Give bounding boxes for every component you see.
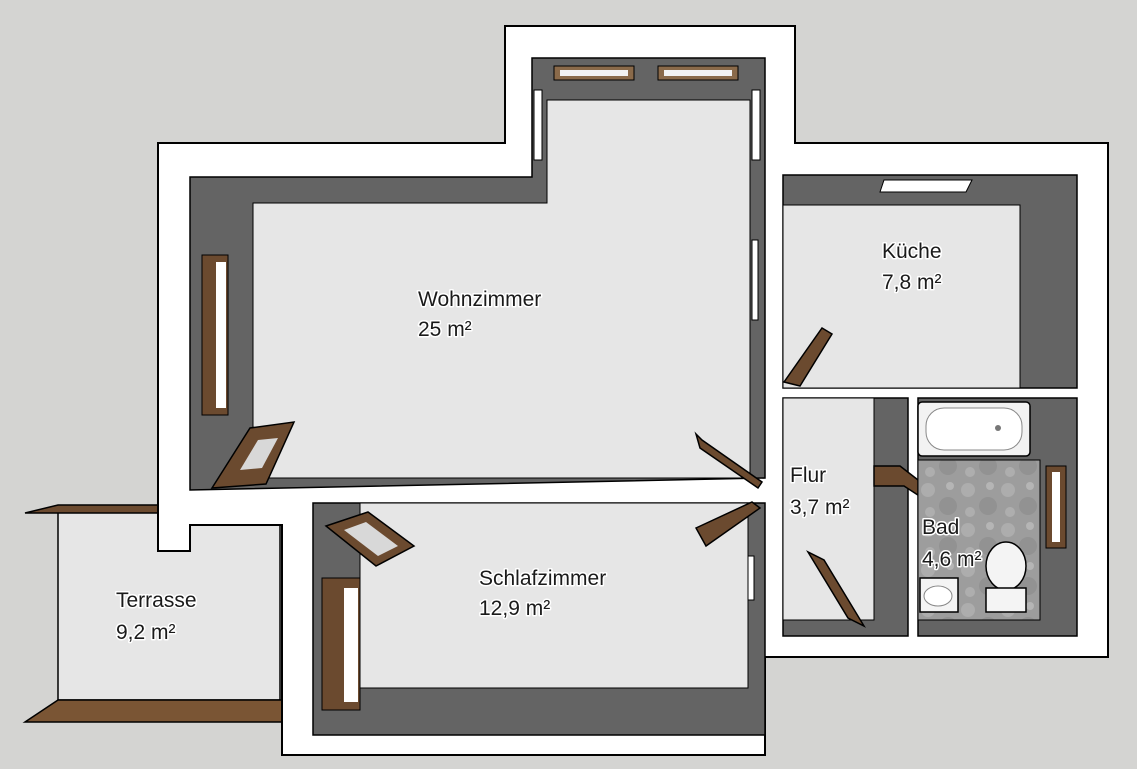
flur-entry-door[interactable] (806, 550, 866, 628)
flur-area: 3,7 m² (790, 496, 850, 519)
window-left-glass (216, 262, 226, 408)
room-kueche (782, 174, 1078, 389)
kueche-area: 7,8 m² (882, 271, 942, 294)
bathtub-basin (925, 407, 1023, 451)
kueche-floor (782, 204, 1021, 389)
wohnzimmer-area: 25 m² (418, 318, 472, 341)
schlafzimmer-floor (359, 502, 749, 689)
room-bad (917, 397, 1078, 637)
kueche-door[interactable] (782, 326, 834, 387)
room-flur (782, 397, 945, 637)
schlafzimmer-wall-opening (747, 555, 755, 601)
kueche-name: Küche (882, 240, 942, 263)
bad-window-glass (1052, 472, 1060, 542)
window-top-left-glass (560, 70, 628, 76)
terrace (22, 504, 283, 723)
sink-basin (923, 585, 953, 607)
bad-area: 4,6 m² (922, 548, 982, 571)
flur-floor (782, 397, 875, 621)
terrasse-name: Terrasse (116, 589, 197, 612)
wohnzimmer-door[interactable] (694, 431, 764, 490)
window-top-right-glass (664, 70, 732, 76)
room-wohnzimmer (189, 57, 766, 491)
schlafzimmer-area: 12,9 m² (479, 597, 550, 620)
terrace-rail-bottom (22, 699, 283, 723)
kueche-window (879, 179, 973, 193)
schlafzimmer-name: Schlafzimmer (479, 567, 606, 590)
wohnzimmer-name: Wohnzimmer (418, 288, 541, 311)
schlafzimmer-left-door-glass (344, 588, 358, 702)
window-niche-left (533, 89, 543, 161)
terrasse-area: 9,2 m² (116, 621, 176, 644)
wall-opening-right (751, 239, 759, 321)
bathtub-drain (995, 425, 1001, 431)
toilet-bowl (985, 541, 1027, 591)
room-schlafzimmer (312, 501, 766, 736)
bad-name: Bad (922, 516, 959, 539)
schlafzimmer-window-glass (344, 522, 398, 556)
window-niche-right (751, 89, 761, 161)
balcony-door-glass (240, 438, 278, 470)
toilet-tank (985, 587, 1027, 613)
flur-name: Flur (790, 464, 826, 487)
schlafzimmer-door[interactable] (694, 501, 762, 548)
